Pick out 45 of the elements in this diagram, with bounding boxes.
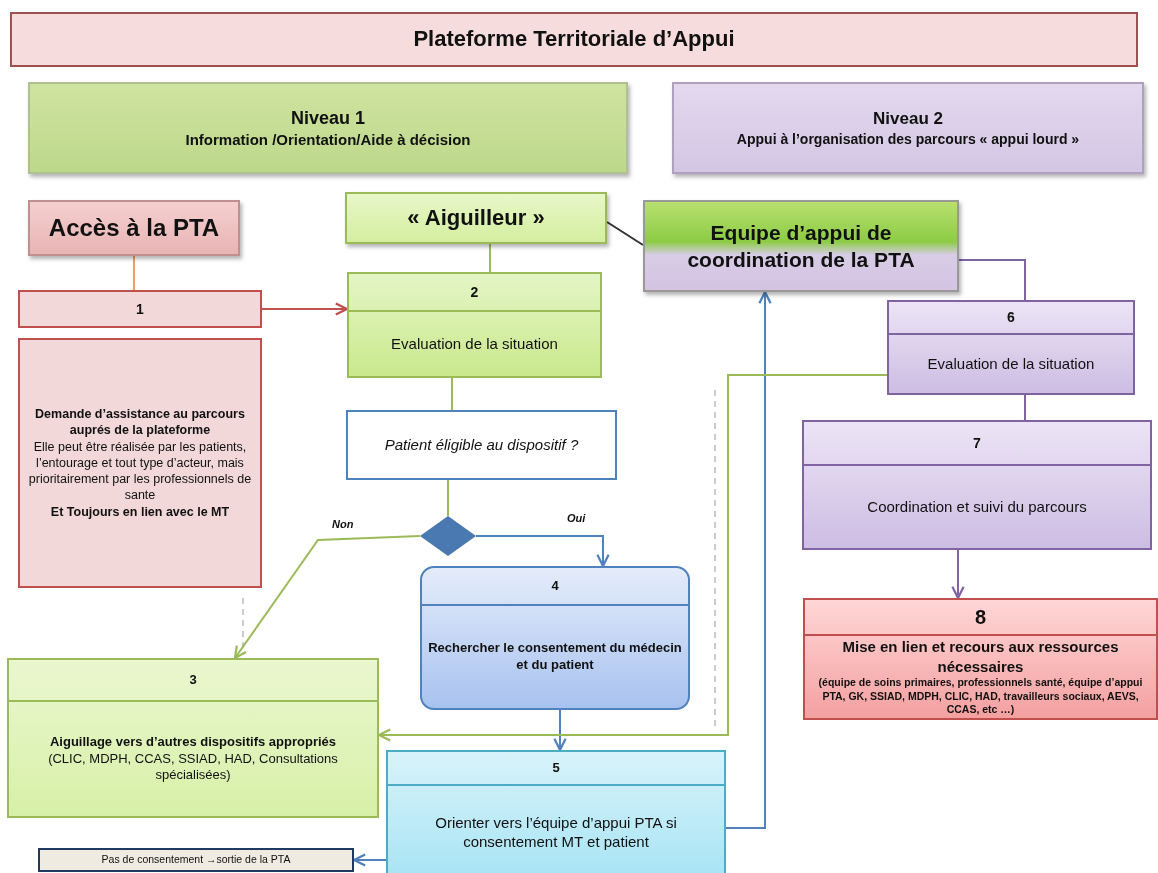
- role-heading: « Aiguilleur »: [406, 203, 546, 232]
- connector-line: [489, 243, 491, 273]
- step-number: 2: [469, 282, 480, 302]
- step-description: Coordination et suivi du parcours: [866, 497, 1088, 517]
- step-number: 1: [135, 299, 145, 319]
- step-description: Demande d’assistance au parcours auprés de la plateforme: [34, 406, 246, 439]
- step-number: 3: [188, 671, 198, 689]
- step-description: Orienter vers l’équipe d’appui PTA si consentement MT et patient: [434, 812, 678, 852]
- arrow: [233, 535, 421, 660]
- step-description: Rechercher le consentement du médecin et du patient: [427, 640, 683, 674]
- arrow: [261, 302, 349, 316]
- connector-line: [451, 377, 453, 411]
- step-note: Elle peut être réalisée par les patients, l’entourage et tout type d’acteur, mais prioritairement par les professionnels de sante: [27, 438, 253, 504]
- level-description: Information /Orientation/Aide à décision: [184, 129, 472, 150]
- step-description: Aiguillage vers d’autres dispositifs appropriés: [48, 733, 338, 751]
- arrow: [725, 290, 772, 829]
- step-description: Mise en lien et recours aux ressources nécessaires: [841, 637, 1120, 677]
- level-heading: Niveau 2: [872, 107, 944, 130]
- access-heading: Accès à la PTA: [47, 213, 221, 244]
- exit-note: Pas de consentement →sortie de la PTA: [100, 853, 292, 867]
- level-description: Appui à l’organisation des parcours « appui lourd »: [735, 129, 1081, 149]
- title: Plateforme Territoriale d’Appui: [412, 25, 736, 54]
- step-number: 4: [550, 577, 560, 595]
- step-number: 8: [973, 605, 988, 630]
- step-number: 6: [1006, 308, 1016, 327]
- step-number: 7: [972, 433, 982, 453]
- edge-label: Oui: [565, 512, 588, 524]
- arrow: [553, 709, 567, 752]
- level-heading: Niveau 1: [289, 106, 366, 130]
- arrow: [951, 549, 965, 600]
- edge-label: Non: [330, 518, 356, 530]
- step-number: 5: [551, 759, 561, 777]
- step-note: Et Toujours en lien avec le MT: [49, 503, 231, 520]
- step-description: Evaluation de la situation: [390, 334, 559, 354]
- step-description: Evaluation de la situation: [926, 354, 1096, 374]
- decision-question: Patient éligible au dispositif ?: [383, 435, 580, 455]
- connector-line: [133, 255, 135, 291]
- step-note: (CLIC, MDPH, CCAS, SSIAD, HAD, Consultations spécialisées): [47, 750, 339, 785]
- team-heading: Equipe d’appui de coordination de la PTA: [686, 219, 916, 273]
- connector-line: [447, 479, 449, 517]
- arrow: [475, 535, 610, 568]
- connector-line: [1024, 394, 1026, 421]
- connector-line: [958, 259, 1026, 301]
- connector-line: [606, 221, 644, 246]
- step-note: (équipe de soins primaires, professionnels santé, équipe d’appui PTA, GK, SSIAD, MDPH, CLIC, HAD, travailleurs sociaux, AEVS, CCAS, etc …): [817, 676, 1144, 717]
